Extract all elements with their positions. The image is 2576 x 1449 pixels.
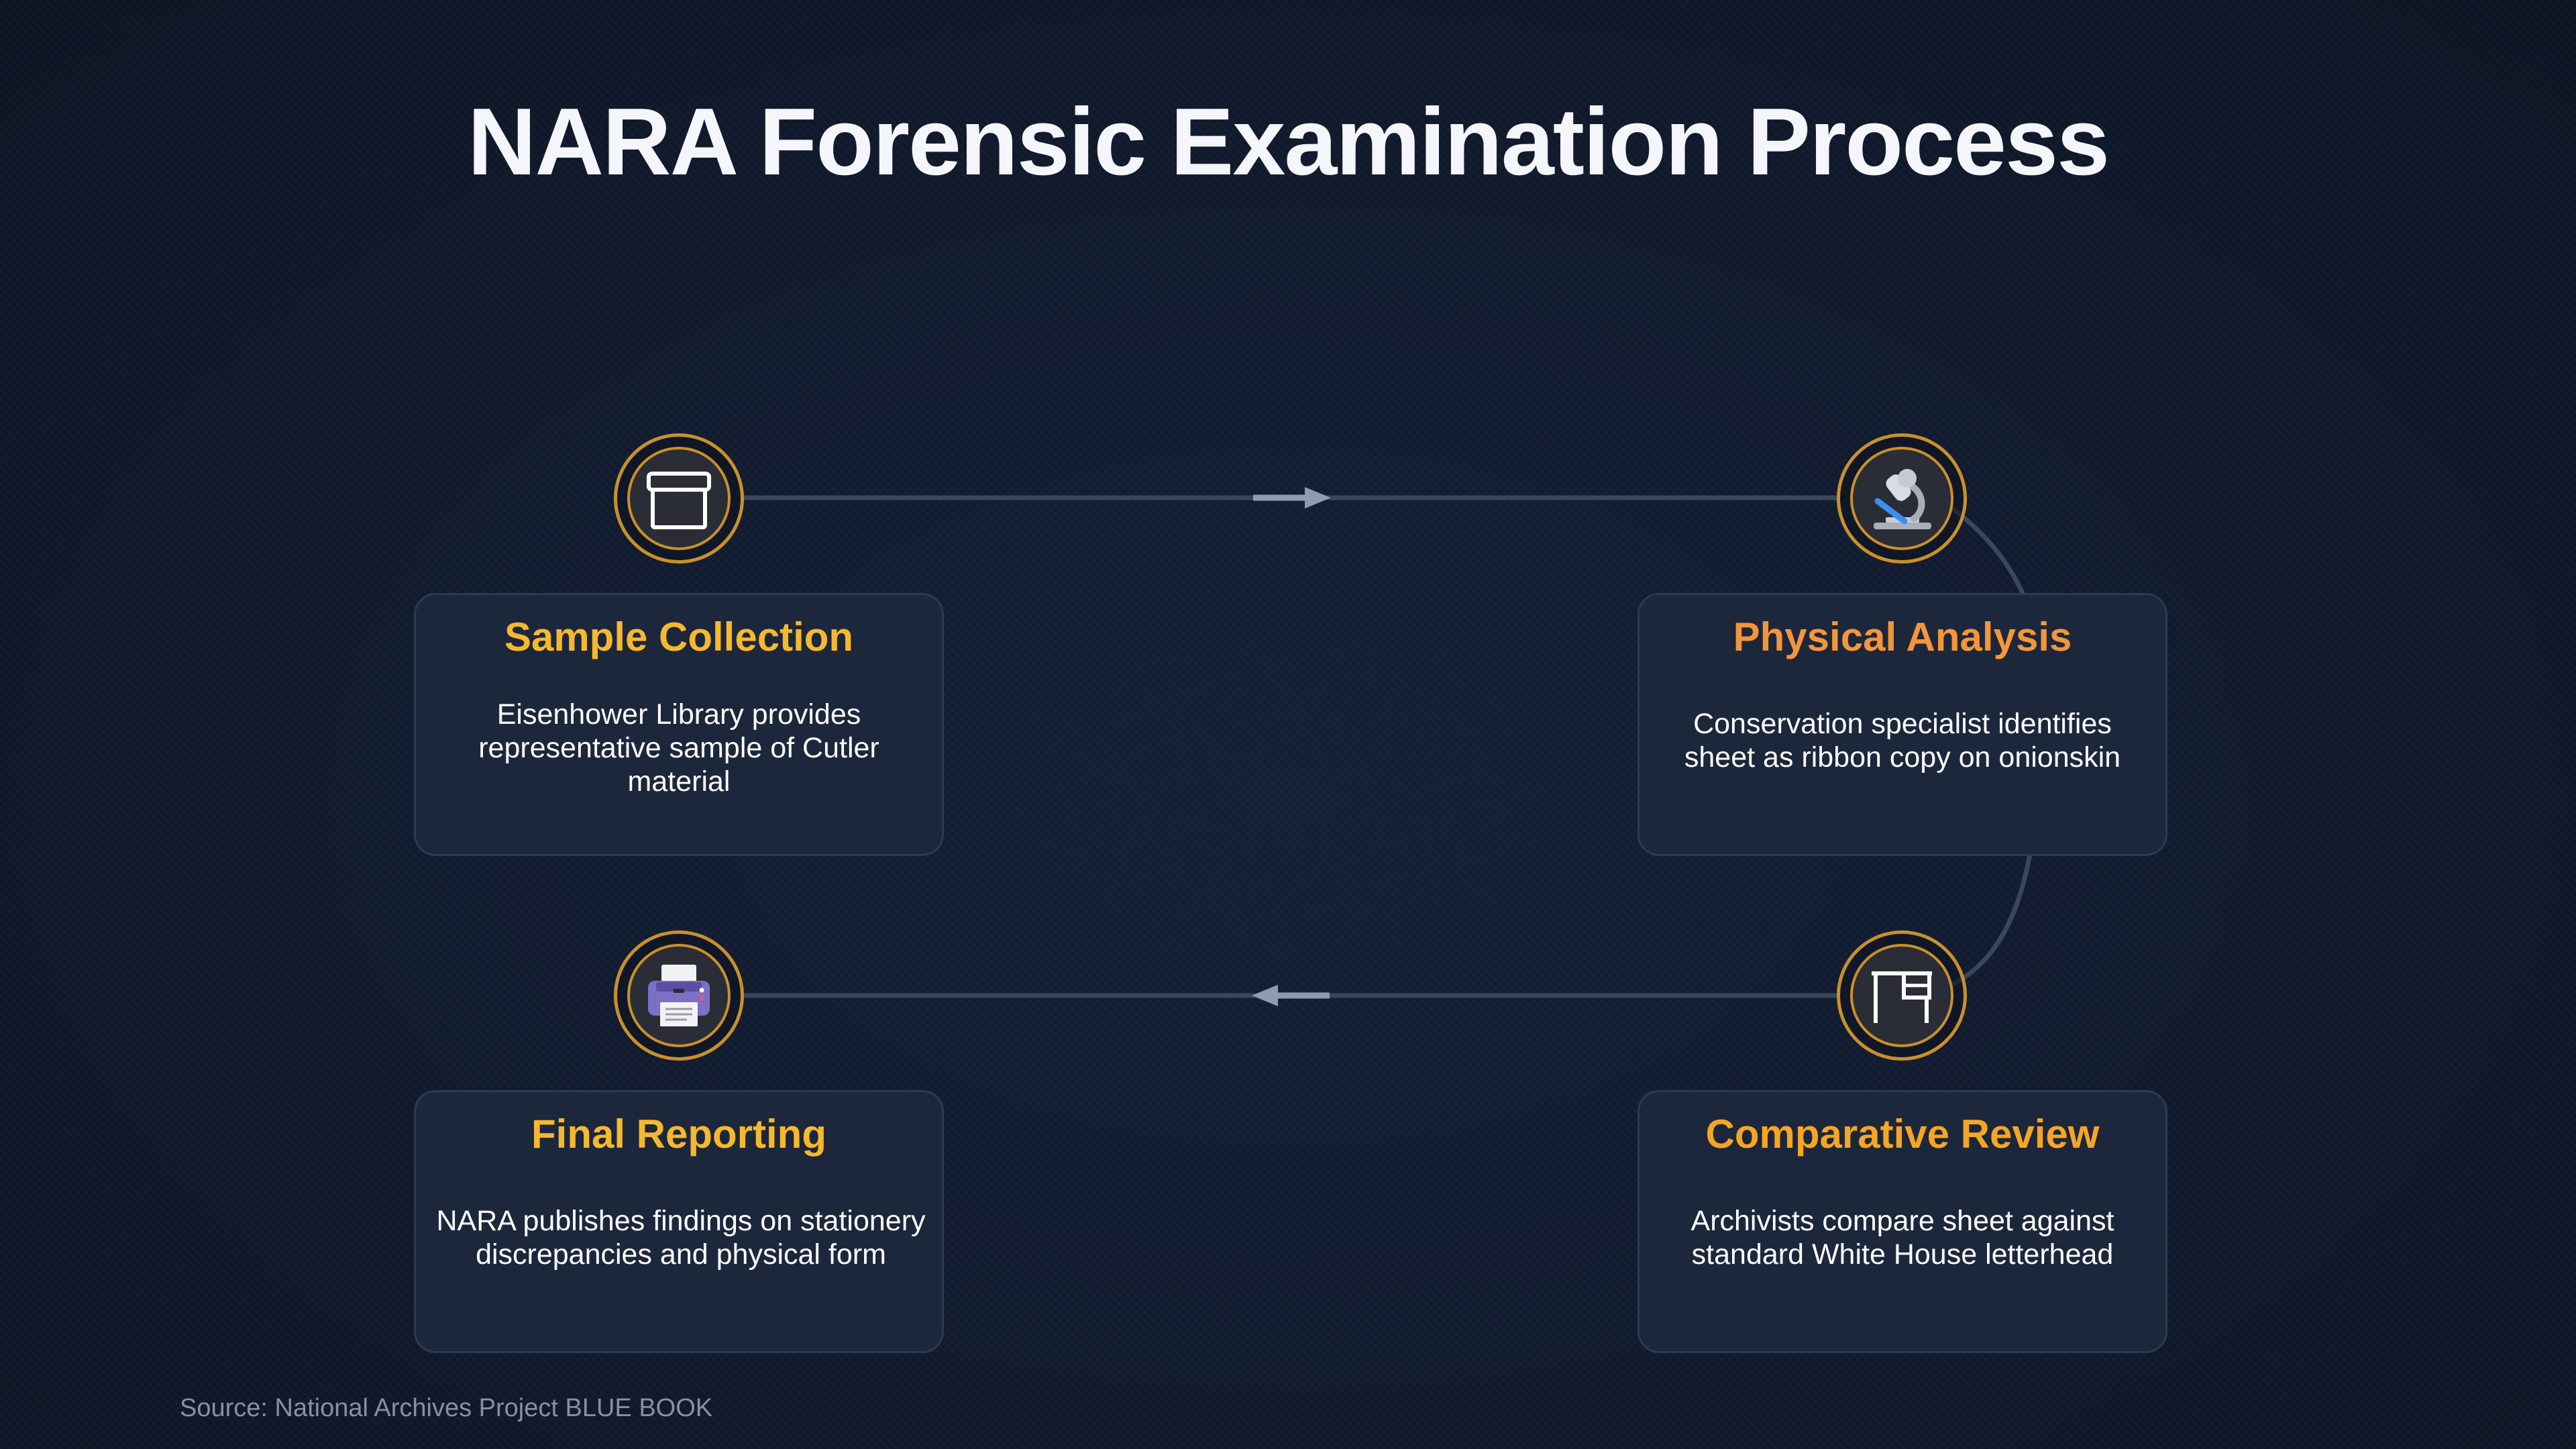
microscope-icon xyxy=(1874,469,1931,529)
source-note: Source: National Archives Project BLUE B… xyxy=(180,1394,713,1422)
step-node-sample-collection xyxy=(614,433,744,564)
step-card-physical-analysis: Physical Analysis Conservation specialis… xyxy=(1638,593,2167,856)
step-card-final-reporting: Final Reporting NARA publishes findings … xyxy=(414,1090,944,1353)
step-description: Conservation specialist identifies sheet… xyxy=(1684,708,2121,773)
step-title: Physical Analysis xyxy=(1733,614,2072,659)
archive-box-icon xyxy=(647,472,711,529)
step-node-physical-analysis xyxy=(1837,433,1967,564)
step-description: Eisenhower Library provides representati… xyxy=(478,698,879,798)
step-title: Sample Collection xyxy=(504,614,854,659)
desk-icon xyxy=(1872,971,1932,1023)
step-node-final-reporting xyxy=(614,930,744,1061)
step-description: NARA publishes findings on stationery di… xyxy=(436,1205,926,1271)
step-description: Archivists compare sheet against standar… xyxy=(1690,1205,2114,1271)
step-title: Comparative Review xyxy=(1705,1112,2100,1157)
printer-icon xyxy=(648,965,710,1026)
step-card-comparative-review: Comparative Review Archivists compare sh… xyxy=(1638,1090,2167,1353)
step-card-sample-collection: Sample Collection Eisenhower Library pro… xyxy=(414,593,944,856)
step-node-comparative-review xyxy=(1837,930,1967,1061)
step-title: Final Reporting xyxy=(531,1112,826,1157)
arrow-right-icon xyxy=(1253,487,1331,508)
arrow-left-icon xyxy=(1252,985,1330,1006)
page-title: NARA Forensic Examination Process xyxy=(467,89,2110,195)
